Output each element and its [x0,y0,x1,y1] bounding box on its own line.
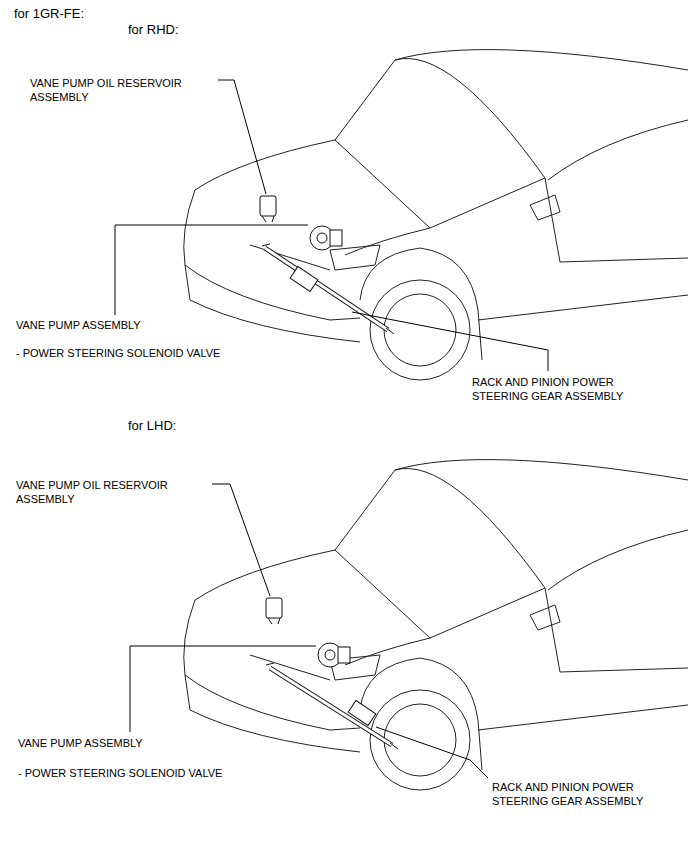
car-body [184,460,688,790]
part-name: RACK AND PINION POWER STEERING GEAR ASSE… [472,375,637,403]
part-name: VANE PUMP OIL RESERVOIR ASSEMBLY [16,478,196,506]
car-body [184,50,688,380]
part-name: RACK AND PINION POWER STEERING GEAR ASSE… [492,780,657,808]
part-name: VANE PUMP OIL RESERVOIR ASSEMBLY [30,76,210,104]
part-name: - POWER STEERING SOLENOID VALVE [18,766,278,780]
leader-line [115,80,548,778]
section-heading: for RHD: [128,22,328,38]
part-name: - POWER STEERING SOLENOID VALVE [16,346,276,360]
steering-parts [266,598,398,749]
section-heading: for LHD: [128,418,328,434]
part-name: VANE PUMP ASSEMBLY [16,318,236,332]
diagram-title: for 1GR-FE: [14,6,214,22]
steering-parts [260,196,394,334]
part-name: VANE PUMP ASSEMBLY [18,736,238,750]
